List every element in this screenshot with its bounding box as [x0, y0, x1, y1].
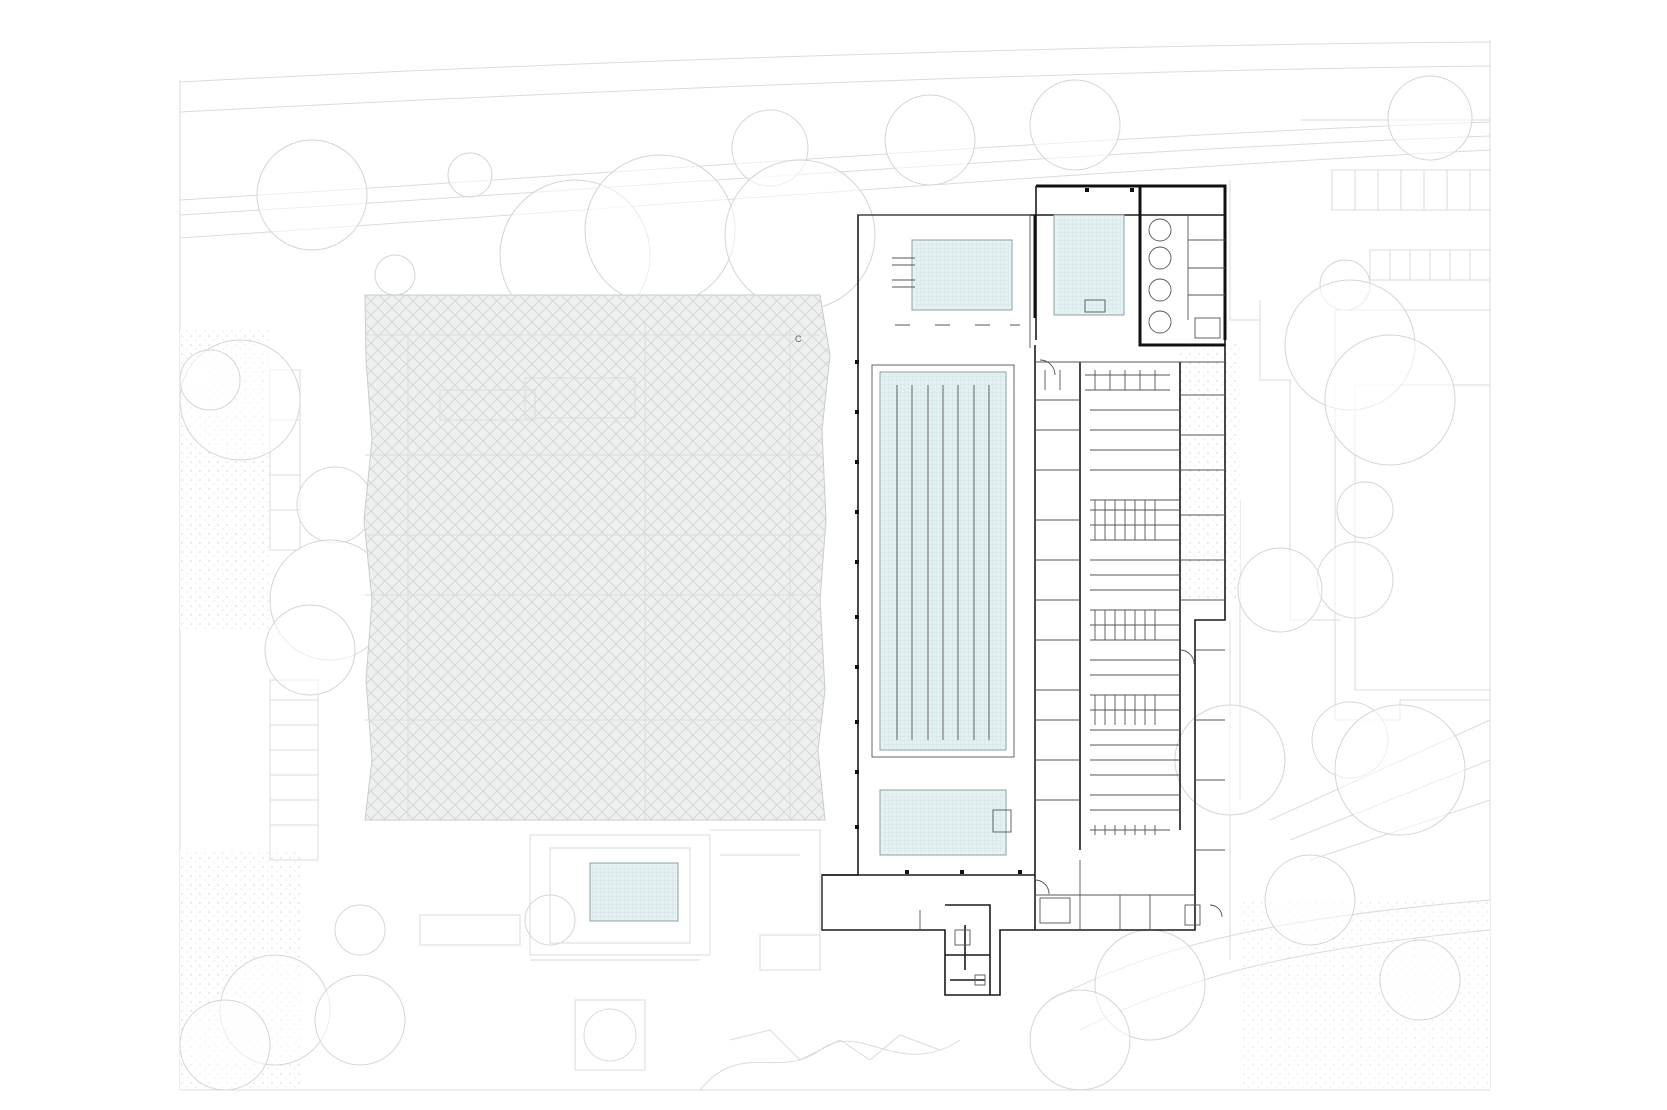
lap-pool-lane-ropes [896, 385, 990, 740]
parking-bays-left [269, 369, 319, 861]
change-cubicles [1090, 409, 1180, 835]
parking-bays-right [1331, 169, 1491, 281]
existing-hall-roof: C [363, 294, 831, 821]
outdoor-pool-area [419, 829, 821, 961]
aquatic-centre-building [821, 184, 1227, 996]
learner-pool [883, 793, 1003, 852]
tree-canopies [179, 75, 1473, 1091]
plant-room-tanks [1148, 215, 1225, 339]
roof-mark-label: C [795, 334, 802, 344]
structural-columns [855, 188, 1134, 874]
training-pool [915, 243, 1009, 307]
spa-pool [1057, 218, 1121, 312]
